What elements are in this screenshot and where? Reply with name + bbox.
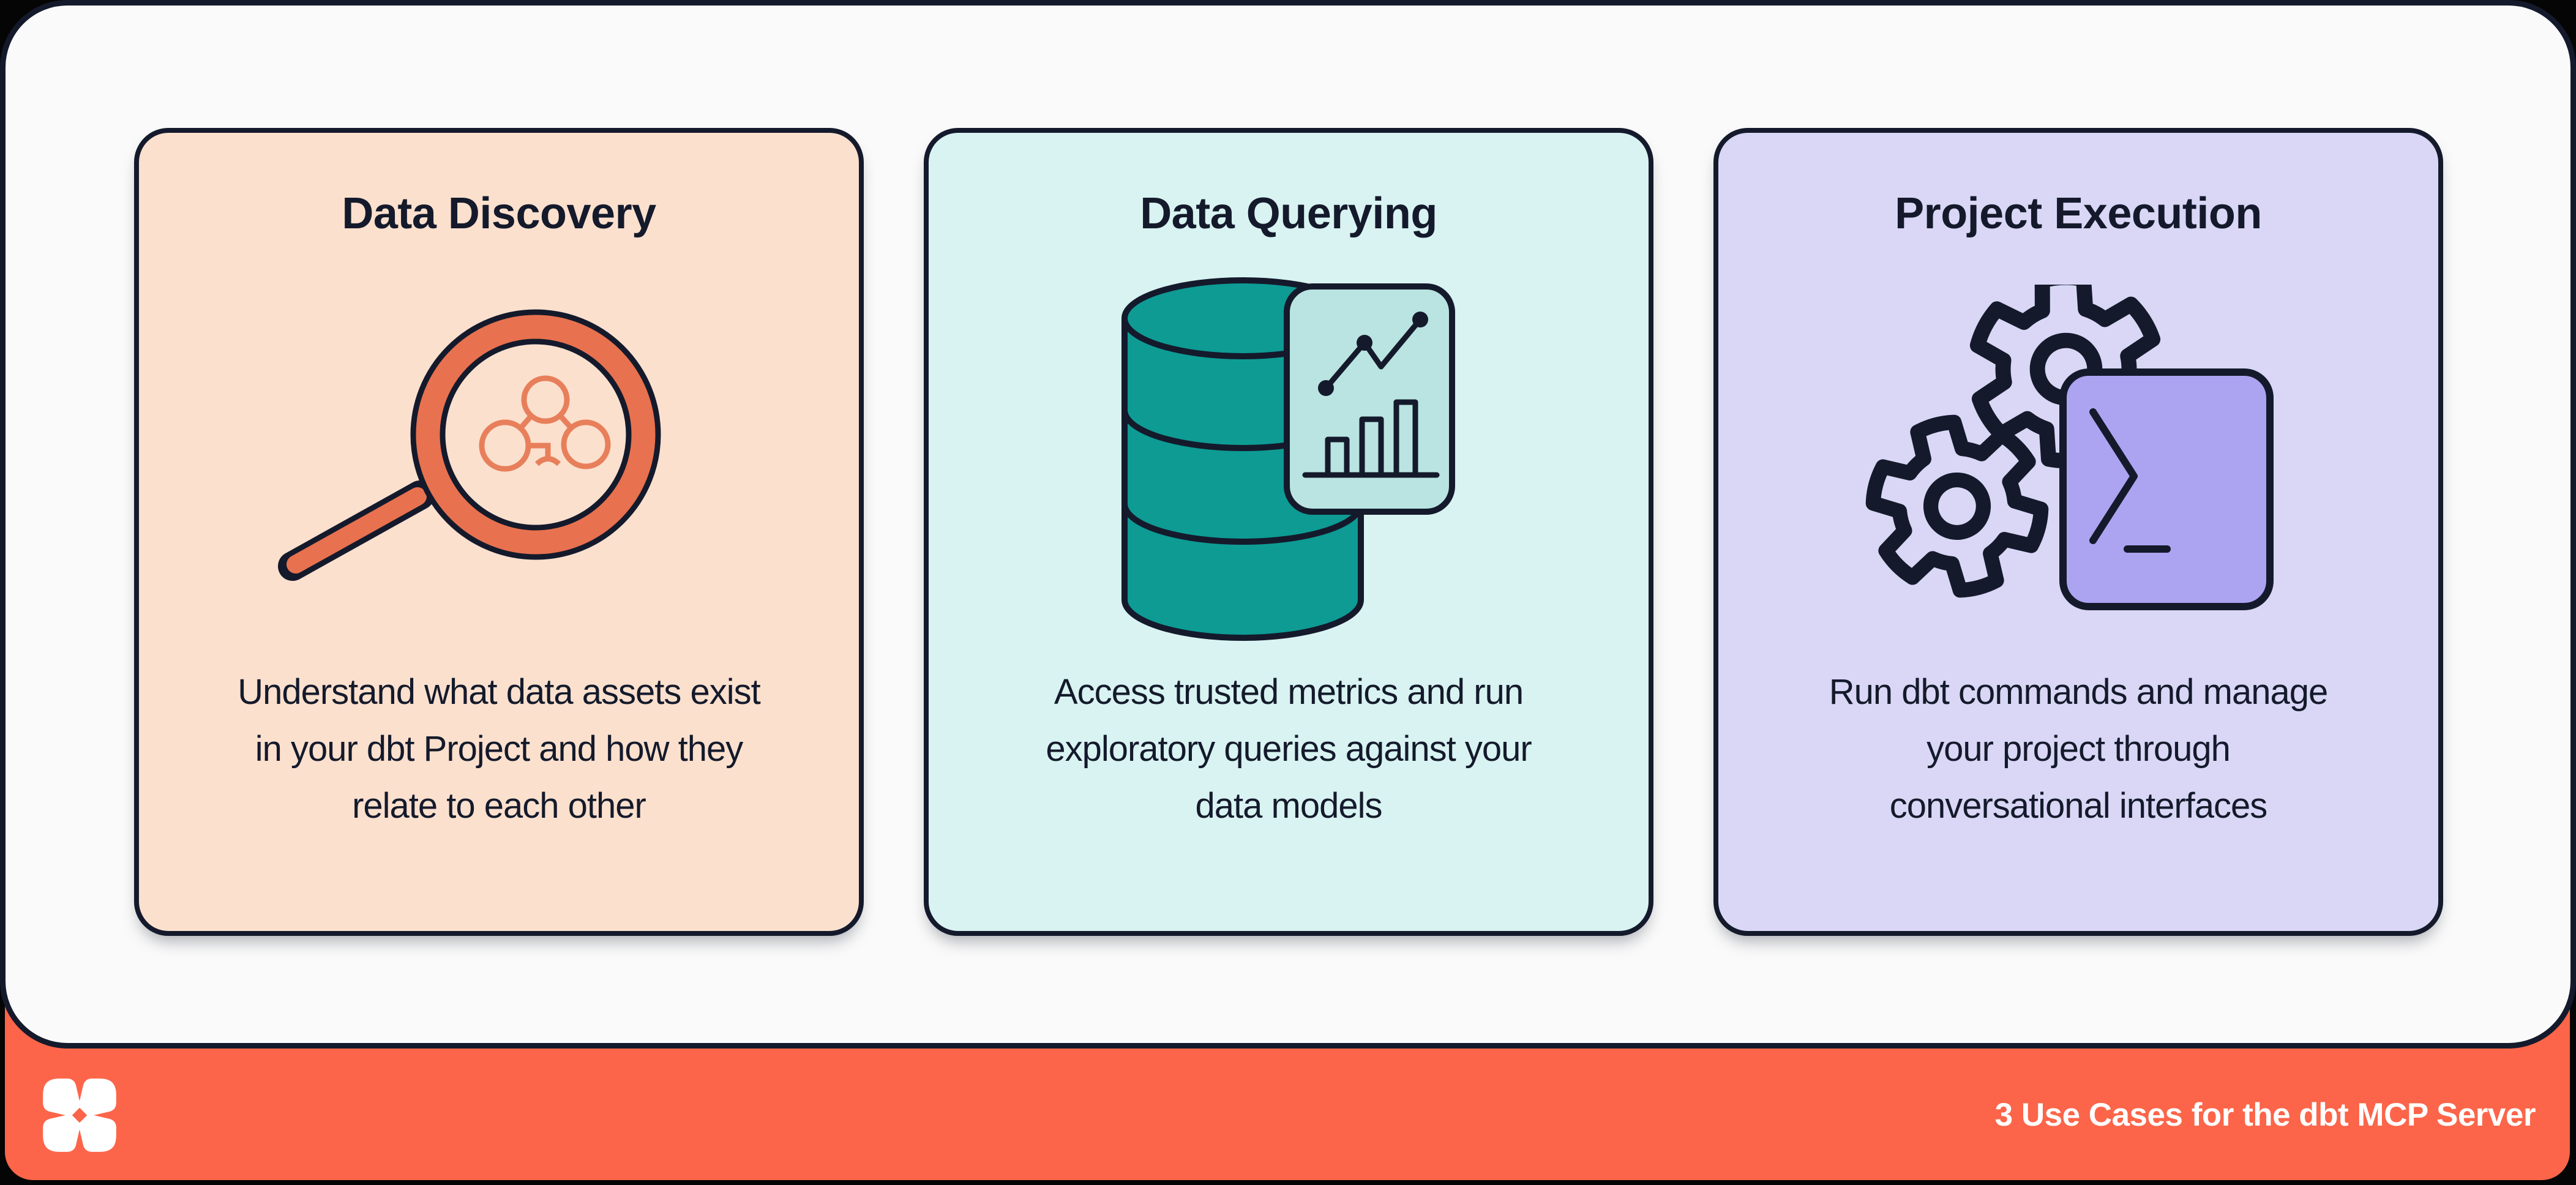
card-title: Project Execution bbox=[1895, 189, 2262, 238]
card-project-execution: Project Execution bbox=[1713, 128, 2443, 936]
content-panel: Data Discovery bbox=[0, 0, 2576, 1049]
card-description: Access trusted metrics and run explorato… bbox=[1046, 672, 1532, 826]
gears-terminal-icon bbox=[1718, 236, 2438, 664]
card-title: Data Discovery bbox=[342, 189, 656, 238]
magnifying-glass-lineage-icon bbox=[139, 236, 859, 664]
card-description: Run dbt commands and manage your project… bbox=[1829, 672, 2329, 826]
card-title: Data Querying bbox=[1140, 189, 1437, 238]
footer-title: 3 Use Cases for the dbt MCP Server bbox=[1994, 1097, 2536, 1133]
card-description: Understand what data assets exist in you… bbox=[238, 672, 761, 826]
magnifying-glass-lineage-svg bbox=[278, 309, 661, 581]
gears-terminal-svg bbox=[1865, 284, 2274, 610]
card-row: Data Discovery bbox=[134, 128, 2443, 936]
dbt-logo bbox=[43, 1078, 116, 1152]
database-analytics-svg bbox=[1121, 277, 1455, 641]
card-data-discovery: Data Discovery bbox=[134, 128, 864, 936]
footer-content: 3 Use Cases for the dbt MCP Server bbox=[0, 1049, 2576, 1181]
card-data-querying: Data Querying bbox=[924, 128, 1653, 936]
database-analytics-icon bbox=[929, 236, 1649, 664]
